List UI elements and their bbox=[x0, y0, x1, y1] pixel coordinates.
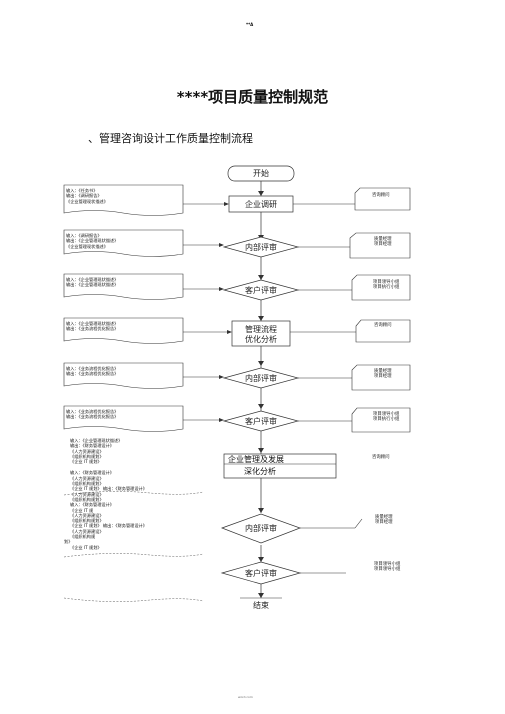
role-card-5 bbox=[351, 364, 411, 391]
role-label-9: 项目领导小组项目领导小组 bbox=[374, 562, 401, 573]
start-label: 开始 bbox=[253, 168, 269, 178]
role-label-7: 咨询顾问 bbox=[372, 455, 390, 460]
input-doc-5-text: 输入：《业务流程优化报告》输出：《业务流程优化报告》 bbox=[66, 366, 119, 377]
input-doc-3-text: 输入：《企业管理现状描述》输出：《企业管理现状描述》 bbox=[66, 277, 119, 288]
role-card-4 bbox=[355, 319, 411, 343]
end-label: 结束 bbox=[253, 600, 269, 610]
role-card-3 bbox=[351, 274, 411, 301]
step-client-review-1-label: 客户评审 bbox=[245, 285, 277, 295]
input-doc-2-text: 输入：《调研报告》输出：《企业管理现状描述》 《企业管理现状描述》 bbox=[66, 233, 119, 249]
footer-mark: word.com bbox=[238, 695, 253, 699]
start-terminator bbox=[227, 165, 295, 182]
section-subtitle: 、管理咨询设计工作质量控制流程 bbox=[88, 132, 253, 145]
step-survey-label: 企业调研 bbox=[245, 199, 277, 209]
input-doc-6-text: 输入：《业务流程优化报告》输出：《业务流程优化报告》 bbox=[66, 409, 119, 420]
input-doc-3 bbox=[63, 273, 184, 300]
role-label-5: 质量经理项目经理 bbox=[374, 369, 392, 380]
step-client-review-2-label: 客户评审 bbox=[245, 416, 277, 426]
input-doc-4 bbox=[63, 317, 184, 344]
input-doc-1-text: 输入：《任务书》输出：《调研报告》 《企业管理现状描述》 bbox=[66, 188, 108, 204]
header-mark: **A bbox=[246, 22, 254, 27]
role-label-3: 项目领导小组项目执行小组 bbox=[373, 280, 400, 291]
role-card-2 bbox=[349, 232, 411, 259]
lower-io-text: 输入：《企业管理现状描述》输出：《财务管理设计》 《人力资源建设》 《组织机构规… bbox=[64, 438, 147, 550]
role-label-8: 质量经理项目经理 bbox=[375, 515, 393, 526]
step-deep-analysis-line1: 企业管理及发展 bbox=[228, 454, 284, 464]
step-internal-review-3-label: 内部评审 bbox=[245, 523, 277, 533]
step-flow-analysis-line1: 管理流程 bbox=[245, 324, 277, 334]
arrowheads bbox=[258, 191, 264, 598]
process-box-deep-analysis bbox=[223, 453, 337, 479]
step-flow-analysis-line2: 优化分析 bbox=[245, 334, 277, 344]
role-label-2: 质量经理项目经理 bbox=[374, 237, 392, 248]
process-box-flow-analysis bbox=[231, 320, 291, 347]
input-doc-1 bbox=[63, 184, 184, 216]
step-internal-review-1-label: 内部评审 bbox=[245, 242, 277, 252]
input-doc-6 bbox=[63, 405, 184, 432]
page-title: ****项目质量控制规范 bbox=[176, 88, 329, 106]
role-label-1: 咨询顾问 bbox=[372, 193, 390, 198]
input-doc-2 bbox=[63, 229, 184, 257]
role-label-4: 咨询顾问 bbox=[374, 323, 392, 328]
role-label-6: 项目领导小组项目执行小组 bbox=[373, 412, 400, 423]
step-deep-analysis-line2: 深化分析 bbox=[244, 466, 276, 476]
input-doc-5 bbox=[63, 362, 184, 389]
step-internal-review-2-label: 内部评审 bbox=[245, 373, 277, 383]
input-doc-4-text: 输入：《企业管理现状描述》输出：《业务流程优化报告》 bbox=[66, 321, 119, 332]
role-card-6 bbox=[351, 407, 411, 433]
role-card-1 bbox=[354, 187, 411, 211]
step-client-review-3-label: 客户评审 bbox=[245, 568, 277, 578]
